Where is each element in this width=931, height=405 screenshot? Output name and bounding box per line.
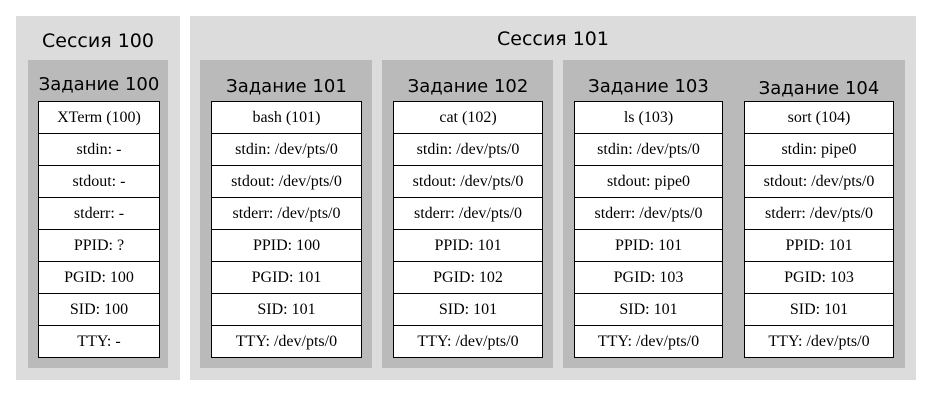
process-attribute: stdin: - bbox=[39, 134, 159, 166]
process-attribute: PPID: 101 bbox=[394, 230, 542, 262]
process-attribute: stderr: /dev/pts/0 bbox=[394, 198, 542, 230]
job-title: Задание 102 bbox=[407, 76, 529, 97]
process-attribute: stderr: /dev/pts/0 bbox=[745, 198, 893, 230]
process-attribute: cat (102) bbox=[394, 102, 542, 134]
process-table: XTerm (100)stdin: -stdout: -stderr: -PPI… bbox=[38, 101, 160, 358]
process-attribute: SID: 100 bbox=[39, 294, 159, 326]
process-attribute: SID: 101 bbox=[394, 294, 542, 326]
job-title: Задание 103 bbox=[588, 76, 709, 97]
process-attribute: SID: 101 bbox=[575, 294, 722, 326]
session-100-title: Сессия 100 bbox=[42, 30, 154, 52]
process-attribute: ls (103) bbox=[575, 102, 722, 134]
process-attribute: PPID: 100 bbox=[212, 230, 361, 262]
process-attribute: sort (104) bbox=[745, 102, 893, 134]
process-attribute: TTY: - bbox=[77, 333, 121, 350]
process-attribute: TTY: /dev/pts/0 bbox=[417, 333, 519, 350]
process-attribute: PGID: 102 bbox=[394, 262, 542, 294]
job-title: Задание 104 bbox=[758, 78, 880, 99]
process-attribute: stdin: /dev/pts/0 bbox=[212, 134, 361, 166]
process-attribute: stderr: /dev/pts/0 bbox=[575, 198, 722, 230]
process-attribute: TTY: /dev/pts/0 bbox=[768, 333, 870, 350]
process-attribute: stdin: pipe0 bbox=[745, 134, 893, 166]
process-attribute: XTerm (100) bbox=[39, 102, 159, 134]
process-attribute: stderr: /dev/pts/0 bbox=[212, 198, 361, 230]
process-attribute: PGID: 100 bbox=[39, 262, 159, 294]
process-attribute: PGID: 101 bbox=[212, 262, 361, 294]
process-attribute: PPID: 101 bbox=[575, 230, 722, 262]
process-attribute: PGID: 103 bbox=[745, 262, 893, 294]
process-attribute: stdout: - bbox=[39, 166, 159, 198]
process-attribute: PGID: 103 bbox=[575, 262, 722, 294]
process-attribute: stdout: /dev/pts/0 bbox=[745, 166, 893, 198]
process-attribute: stdout: /dev/pts/0 bbox=[212, 166, 361, 198]
process-attribute: stderr: - bbox=[39, 198, 159, 230]
session-101-title: Сессия 101 bbox=[497, 28, 609, 50]
process-attribute: PPID: 101 bbox=[745, 230, 893, 262]
process-attribute: TTY: /dev/pts/0 bbox=[235, 333, 338, 350]
process-attribute: bash (101) bbox=[212, 102, 361, 134]
process-attribute: TTY: /dev/pts/0 bbox=[597, 333, 700, 350]
process-attribute: stdout: pipe0 bbox=[575, 166, 722, 198]
job-title: Задание 100 bbox=[38, 74, 160, 95]
process-attribute: stdin: /dev/pts/0 bbox=[394, 134, 542, 166]
process-attribute: PPID: ? bbox=[39, 230, 159, 262]
job-title: Задание 101 bbox=[226, 76, 347, 97]
process-attribute: stdin: /dev/pts/0 bbox=[575, 134, 722, 166]
process-attribute: SID: 101 bbox=[212, 294, 361, 326]
process-attribute: SID: 101 bbox=[745, 294, 893, 326]
process-attribute: stdout: /dev/pts/0 bbox=[394, 166, 542, 198]
